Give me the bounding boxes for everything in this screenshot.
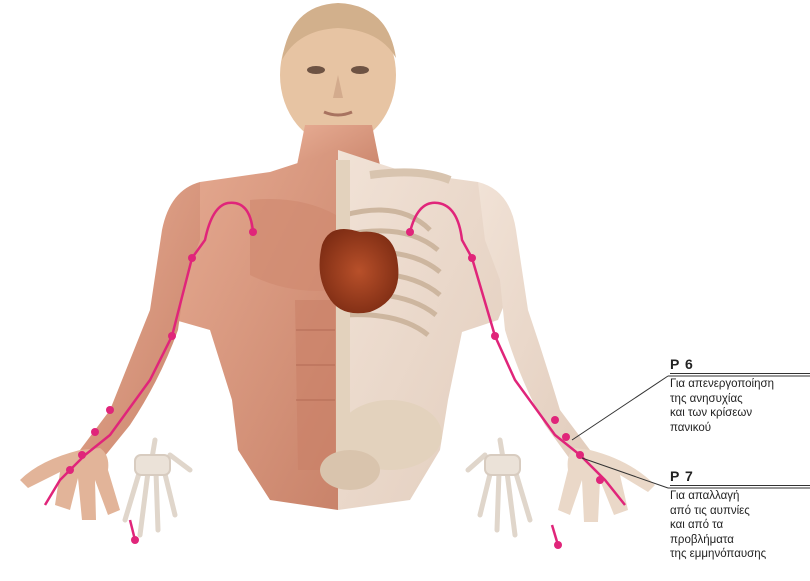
p7-line: Για απαλλαγή — [670, 489, 810, 504]
p6-line: Για απενεργοποίηση — [670, 377, 810, 392]
p7-description: Για απαλλαγή από τις αυπνίες και από τα … — [670, 489, 810, 562]
left-hand-skeleton — [125, 440, 190, 535]
p7-line: της εμμηνόπαυσης — [670, 547, 810, 562]
p6-line: της ανησυχίας — [670, 392, 810, 407]
p7-line: προβλήματα — [670, 533, 810, 548]
p6-divider — [670, 373, 810, 374]
p6-line: πανικού — [670, 421, 810, 436]
p6-code: P 6 — [670, 356, 810, 372]
p6-label: P 6 Για απενεργοποίηση της ανησυχίας και… — [670, 356, 810, 435]
p6-line: και των κρίσεων — [670, 406, 810, 421]
p6-description: Για απενεργοποίηση της ανησυχίας και των… — [670, 377, 810, 435]
heart — [320, 229, 399, 313]
p7-line: και από τα — [670, 518, 810, 533]
p7-divider — [670, 485, 810, 486]
right-hand-skeleton — [468, 440, 530, 535]
p7-code: P 7 — [670, 468, 810, 484]
p7-label: P 7 Για απαλλαγή από τις αυπνίες και από… — [670, 468, 810, 562]
left-arm — [20, 182, 200, 520]
p7-line: από τις αυπνίες — [670, 504, 810, 519]
head — [280, 3, 396, 145]
